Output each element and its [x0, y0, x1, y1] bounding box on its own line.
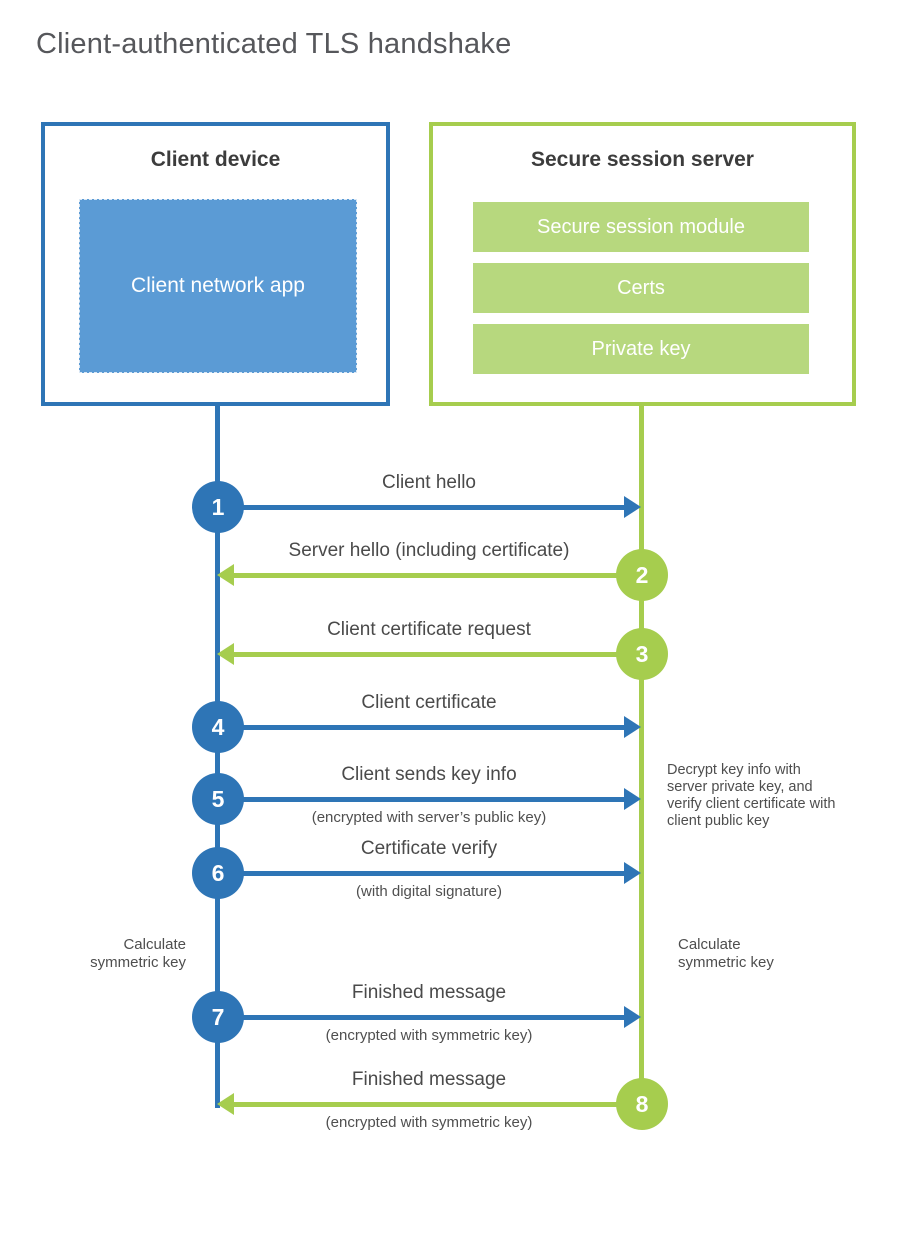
- message-label: Server hello (including certificate): [288, 540, 570, 561]
- arrow-right-icon: [624, 788, 641, 810]
- message-label: Client certificate request: [327, 619, 531, 640]
- arrow-line: [234, 573, 642, 578]
- message-label: Finished message: [351, 982, 507, 1003]
- step-badge: 6: [192, 847, 244, 899]
- secure-session-server-box: Secure session server Secure session mod…: [429, 122, 856, 406]
- server-lifeline: [639, 405, 644, 1105]
- secure-session-server-title: Secure session server: [531, 148, 754, 171]
- step-badge: 2: [616, 549, 668, 601]
- arrow-left-icon: [217, 564, 234, 586]
- arrow-right-icon: [624, 862, 641, 884]
- step-badge: 7: [192, 991, 244, 1043]
- note-calculate-symmetric-key-server: Calculate symmetric key: [678, 936, 774, 971]
- step-badge: 4: [192, 701, 244, 753]
- message-label: Client sends key info: [341, 764, 517, 785]
- arrow-left-icon: [217, 643, 234, 665]
- arrow-right-icon: [624, 716, 641, 738]
- arrow-left-icon: [217, 1093, 234, 1115]
- message-sublabel: (with digital signature): [356, 883, 502, 900]
- note-decrypt-key-info: Decrypt key info with server private key…: [667, 762, 836, 829]
- step-badge: 5: [192, 773, 244, 825]
- arrow-line: [218, 1015, 624, 1020]
- client-device-box: Client device Client network app: [41, 122, 390, 406]
- client-network-app-label: Client network app: [131, 273, 305, 297]
- client-lifeline: [215, 405, 220, 1108]
- page-title: Client-authenticated TLS handshake: [36, 28, 512, 60]
- arrow-line: [234, 1102, 642, 1107]
- client-network-app-box: Client network app: [79, 199, 357, 373]
- server-module-secure-session-module: Secure session module: [473, 202, 809, 252]
- message-sublabel: (encrypted with symmetric key): [325, 1114, 533, 1131]
- arrow-line: [234, 652, 642, 657]
- message-label: Client certificate: [361, 692, 497, 713]
- arrow-right-icon: [624, 1006, 641, 1028]
- arrow-line: [218, 871, 624, 876]
- message-label: Client hello: [382, 472, 476, 493]
- step-badge: 3: [616, 628, 668, 680]
- note-calculate-symmetric-key-client: Calculate symmetric key: [90, 936, 186, 971]
- message-sublabel: (encrypted with symmetric key): [325, 1027, 533, 1044]
- arrow-line: [218, 725, 624, 730]
- client-device-title: Client device: [150, 148, 281, 171]
- step-badge: 8: [616, 1078, 668, 1130]
- arrow-right-icon: [624, 496, 641, 518]
- step-badge: 1: [192, 481, 244, 533]
- message-label: Certificate verify: [360, 838, 498, 859]
- arrow-line: [218, 505, 624, 510]
- arrow-line: [218, 797, 624, 802]
- message-label: Finished message: [351, 1069, 507, 1090]
- server-module-certs: Certs: [473, 263, 809, 313]
- server-module-private-key: Private key: [473, 324, 809, 374]
- message-sublabel: (encrypted with server’s public key): [311, 809, 547, 826]
